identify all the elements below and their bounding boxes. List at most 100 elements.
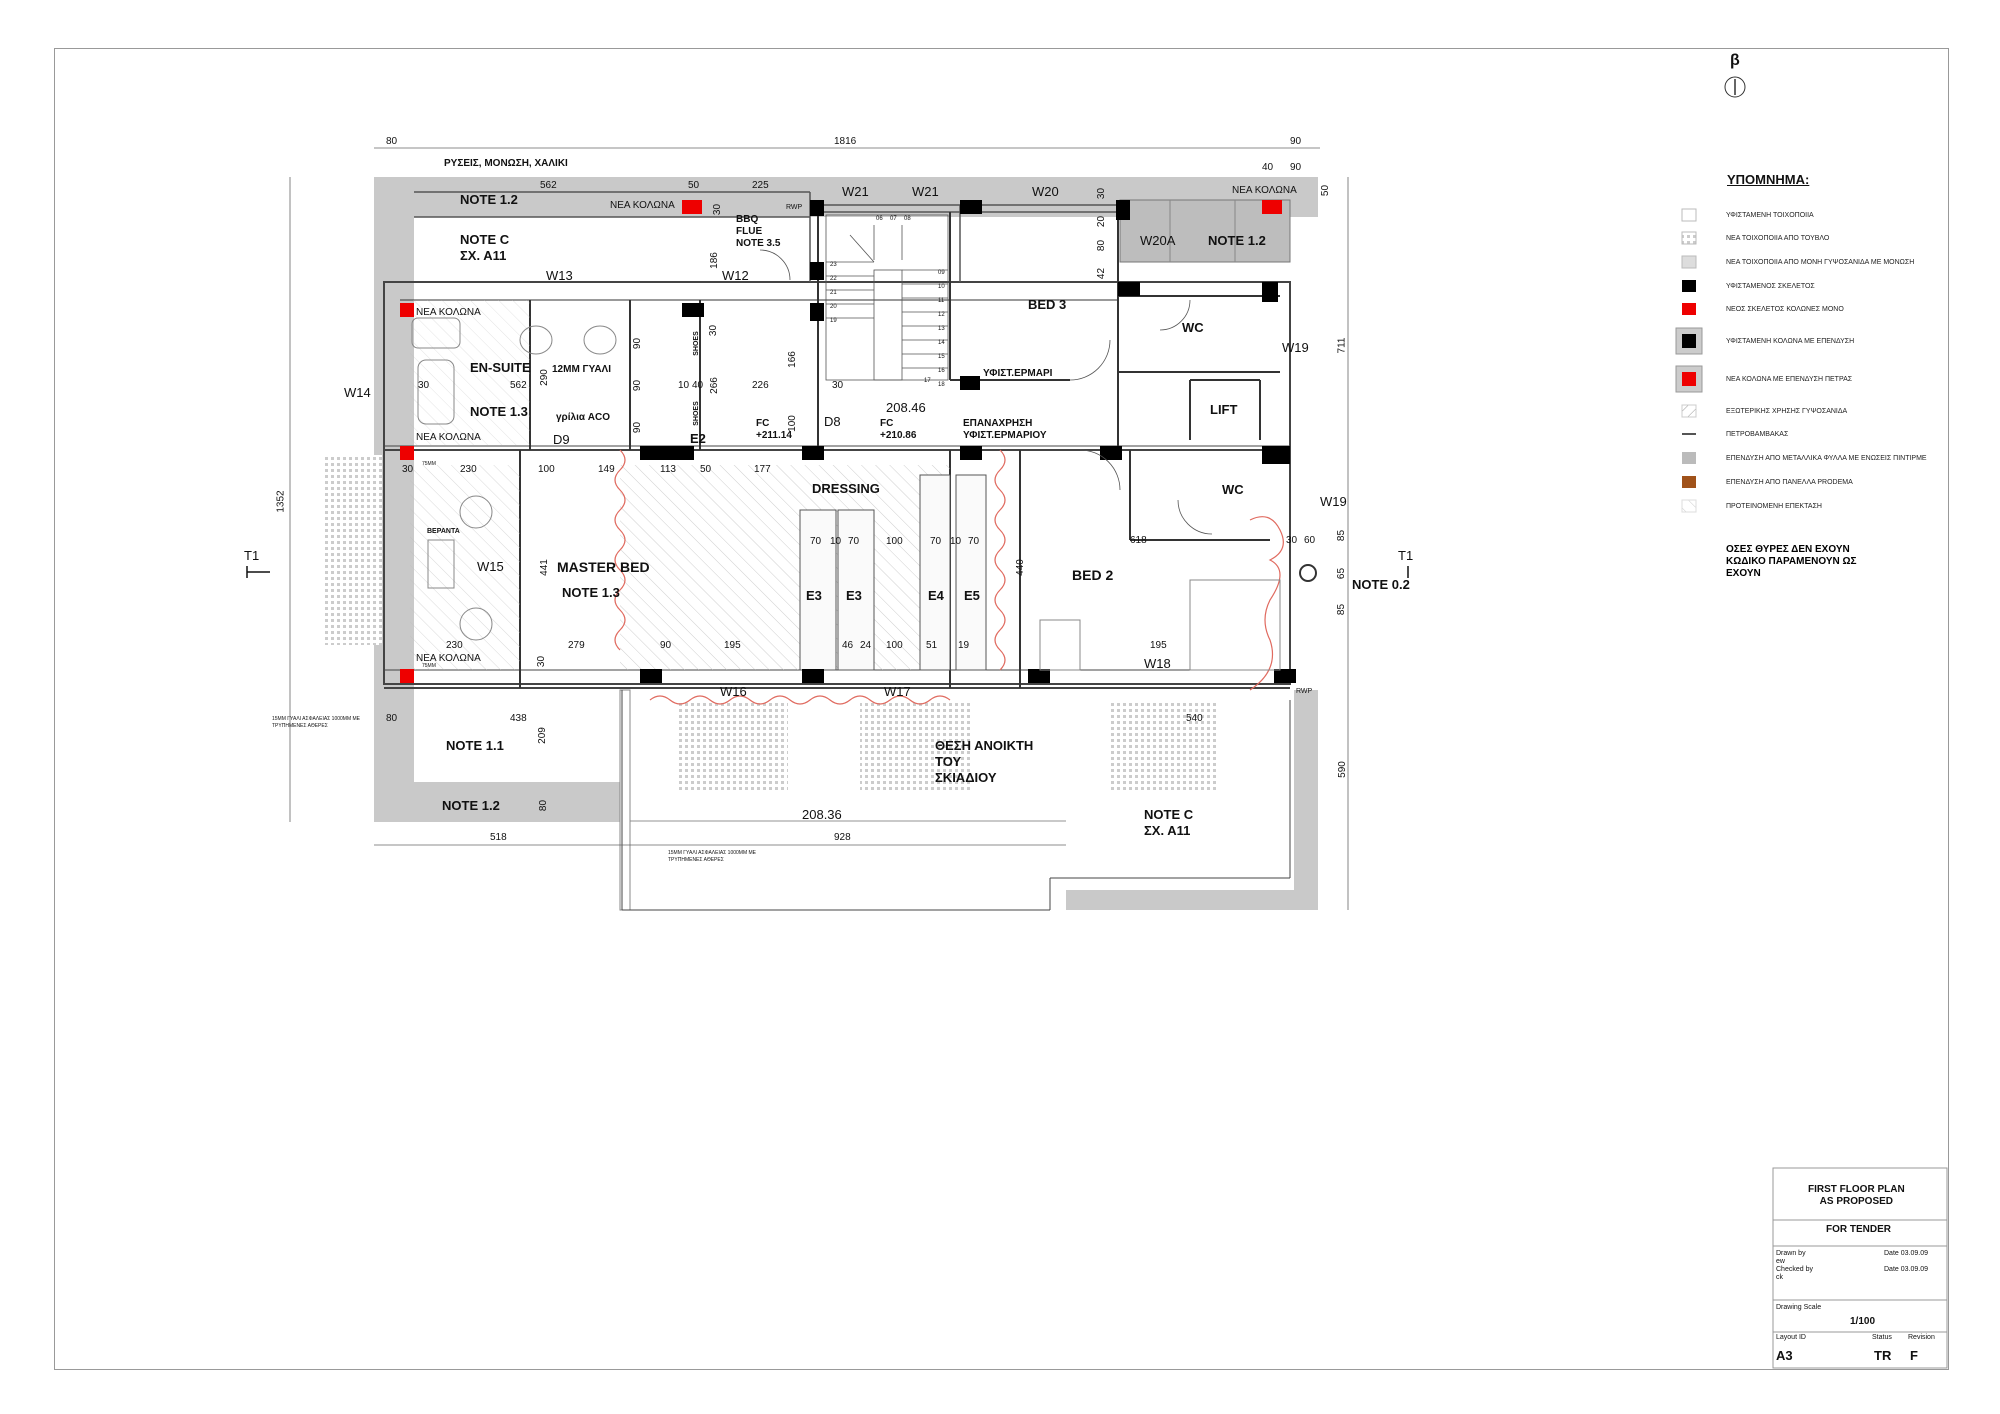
dim-440: 440 bbox=[1014, 559, 1026, 576]
dim-540: 540 bbox=[1186, 713, 1203, 724]
note-c-bottom: NOTE C ΣΧ. Α11 bbox=[1144, 807, 1194, 838]
dim-40: 40 bbox=[1262, 162, 1274, 173]
note-glass: 12MM ΓΥΑΛΙ bbox=[552, 364, 612, 375]
title-block-frame bbox=[1772, 1167, 1948, 1369]
dimension-lines bbox=[289, 147, 1349, 910]
date-drawn: Date 03.09.09 bbox=[1884, 1250, 1928, 1257]
revision-label: Revision bbox=[1908, 1334, 1935, 1341]
stair-step-07: 07 bbox=[890, 216, 897, 222]
dim-40-ensuite: 40 bbox=[692, 380, 704, 391]
note-fc2: FC +210.86 bbox=[880, 418, 917, 441]
dim-85a: 85 bbox=[1336, 529, 1348, 542]
dim-80-bed3: 80 bbox=[1096, 239, 1108, 252]
room-wc-bottom: WC bbox=[1222, 482, 1244, 497]
legend-label: ΝΕΑ ΤΟΙΧΟΠΟΙΙΑ ΑΠΟ ΤΟΥΒΛΟ bbox=[1726, 234, 1830, 242]
dim-230-low: 230 bbox=[446, 640, 463, 651]
rwp-label-2: RWP bbox=[1296, 688, 1313, 695]
legend-label: ΠΡΟΤΕΙΝΟΜΕΝΗ ΕΠΕΚΤΑΣΗ bbox=[1726, 502, 1822, 510]
stair-step-10: 10 bbox=[938, 284, 945, 290]
stair-step-11: 11 bbox=[938, 298, 945, 304]
dim-195-low: 195 bbox=[724, 640, 741, 651]
room-master-bed: MASTER BED bbox=[557, 559, 650, 575]
opening-w21-a: W21 bbox=[842, 184, 869, 199]
ensuite-floor bbox=[410, 300, 530, 445]
legend-label: ΥΦΙΣΤΑΜΕΝΗ ΤΟΙΧΟΠΟΙΙΑ bbox=[1726, 211, 1814, 219]
dim-90-top: 90 bbox=[1290, 136, 1302, 147]
north-label: β bbox=[1730, 52, 1740, 69]
opening-e3-a: E3 bbox=[806, 588, 822, 603]
new-column-label-1: ΝΕΑ ΚΟΛΩΝΑ bbox=[610, 200, 675, 211]
legend-swatches bbox=[1675, 208, 1703, 513]
stair-step-06: 06 bbox=[876, 216, 883, 222]
note-bbq-flue: BBQ FLUE NOTE 3.5 bbox=[736, 214, 781, 249]
shoes-label-1: SHOES bbox=[692, 331, 700, 356]
drawing-frame bbox=[54, 48, 1949, 1370]
dim-30-col: 30 bbox=[712, 203, 724, 216]
dim-562-top: 562 bbox=[540, 180, 557, 191]
stair-step-18: 18 bbox=[938, 382, 945, 388]
dim-70a: 70 bbox=[810, 536, 822, 547]
opening-w20a: W20A bbox=[1140, 233, 1176, 248]
note-fc1: FC +211.14 bbox=[756, 418, 792, 441]
dressing-area bbox=[620, 465, 950, 670]
stair-step-20: 20 bbox=[830, 304, 837, 310]
dim-186: 186 bbox=[708, 252, 720, 269]
status-value: TR bbox=[1874, 1348, 1892, 1363]
legend-title: ΥΠΟΜΝΗΜΑ: bbox=[1727, 172, 1810, 187]
legend-item: ΥΦΙΣΤΑΜΕΝΗ ΤΟΙΧΟΠΟΙΙΑ bbox=[1726, 205, 1814, 225]
furniture bbox=[411, 317, 1317, 671]
opening-w17: W17 bbox=[884, 684, 911, 699]
room-wc-top: WC bbox=[1182, 320, 1204, 335]
legend-label: ΥΦΙΣΤΑΜΕΝΟΣ ΣΚΕΛΕΤΟΣ bbox=[1726, 282, 1815, 290]
dim-30-mid: 30 bbox=[708, 324, 720, 337]
dim-80-lower2: 80 bbox=[538, 799, 550, 812]
note-1-2-bottom: NOTE 1.2 bbox=[442, 798, 500, 813]
room-veranda: ΒΕΡΑΝΤΑ bbox=[427, 528, 460, 535]
dim-30-mid-row: 30 bbox=[402, 464, 414, 475]
stair-step-12: 12 bbox=[938, 312, 945, 318]
dim-279: 279 bbox=[568, 640, 585, 651]
section-t1-left: T1 bbox=[244, 548, 260, 563]
legend-item: ΕΞΩΤΕΡΙΚΗΣ ΧΡΗΣΗΣ ΓΥΨΟΣΑΝΙΔΑ bbox=[1726, 401, 1847, 421]
door-swings bbox=[759, 249, 1213, 535]
rwp-label-1: RWP bbox=[786, 204, 803, 211]
legend-item: ΠΕΤΡΟΒΑΜΒΑΚΑΣ bbox=[1726, 424, 1788, 444]
note-1-2-right: NOTE 1.2 bbox=[1208, 233, 1266, 248]
legend-item: ΝΕΑ ΚΟΛΩΝΑ ΜΕ ΕΠΕΝΔΥΣΗ ΠΕΤΡΑΣ bbox=[1726, 369, 1852, 389]
opening-e2: E2 bbox=[690, 431, 706, 446]
dim-100-dress: 100 bbox=[886, 536, 903, 547]
stair-step-17: 17 bbox=[924, 378, 931, 384]
title-block-status-line: FOR TENDER bbox=[1826, 1224, 1891, 1235]
dim-20: 20 bbox=[1096, 215, 1108, 228]
drawn-by-value: ew bbox=[1776, 1258, 1785, 1265]
section-t1-right: T1 bbox=[1398, 548, 1414, 563]
stair-step-19: 19 bbox=[830, 318, 837, 324]
dim-100-mid: 100 bbox=[538, 464, 555, 475]
dim-50-mid: 50 bbox=[700, 464, 712, 475]
scale-value: 1/100 bbox=[1850, 1316, 1876, 1327]
legend-label: ΕΠΕΝΔΥΣΗ ΑΠΟ ΠΑΝΕΛΛΑ PRODEMA bbox=[1726, 478, 1853, 486]
dim-30-low: 30 bbox=[536, 655, 548, 668]
opening-w14: W14 bbox=[344, 385, 371, 400]
note-awning: ΘΕΣΗ ΑΝΟΙΚΤΗ ΤΟΥ ΣΚΙΑΔΙΟΥ bbox=[935, 738, 1034, 785]
legend-label: ΝΕΟΣ ΣΚΕΛΕΤΟΣ ΚΟΛΩΝΕΣ ΜΟΝΟ bbox=[1726, 305, 1844, 313]
new-column-label-4: ΝΕΑ ΚΟΛΩΝΑ bbox=[416, 432, 481, 443]
stair-step-08: 08 bbox=[904, 216, 911, 222]
note-1-3-master: NOTE 1.3 bbox=[562, 585, 620, 600]
scale-label: Drawing Scale bbox=[1776, 1304, 1822, 1311]
opening-w19-top: W19 bbox=[1282, 340, 1309, 355]
dim-711: 711 bbox=[1336, 337, 1348, 354]
dim-30-ensuite: 30 bbox=[418, 380, 430, 391]
dim-100-low: 100 bbox=[886, 640, 903, 651]
dim-209: 209 bbox=[536, 727, 548, 744]
note-roof: ΡΥΣΕΙΣ, ΜΟΝΩΣΗ, ΧΑΛΙΚΙ bbox=[444, 158, 568, 169]
glass-note-1: 15MM ΓΥΑΛΙ ΑΣΦΑΛΕΙΑΣ 1000MM ΜΕ ΤΡΥΠΗΜΕΝΕ… bbox=[272, 716, 361, 729]
legend-note: ΟΣΕΣ ΘΥΡΕΣ ΔΕΝ ΕΧΟΥΝ ΚΩΔΙΚΟ ΠΑΡΑΜΕΝΟΥΝ Ω… bbox=[1726, 544, 1857, 579]
dim-50-top: 50 bbox=[688, 180, 700, 191]
room-bed3: BED 3 bbox=[1028, 297, 1067, 312]
note-0-2: NOTE 0.2 bbox=[1352, 577, 1410, 592]
new-column-label-3: ΝΕΑ ΚΟΛΩΝΑ bbox=[416, 307, 481, 318]
dim-113: 113 bbox=[660, 464, 676, 475]
legend-item: ΕΠΕΝΔΥΣΗ ΑΠΟ ΜΕΤΑΛΛΙΚΑ ΦΥΛΛΑ ΜΕ ΕΝΩΣΕΙΣ … bbox=[1726, 448, 1927, 468]
